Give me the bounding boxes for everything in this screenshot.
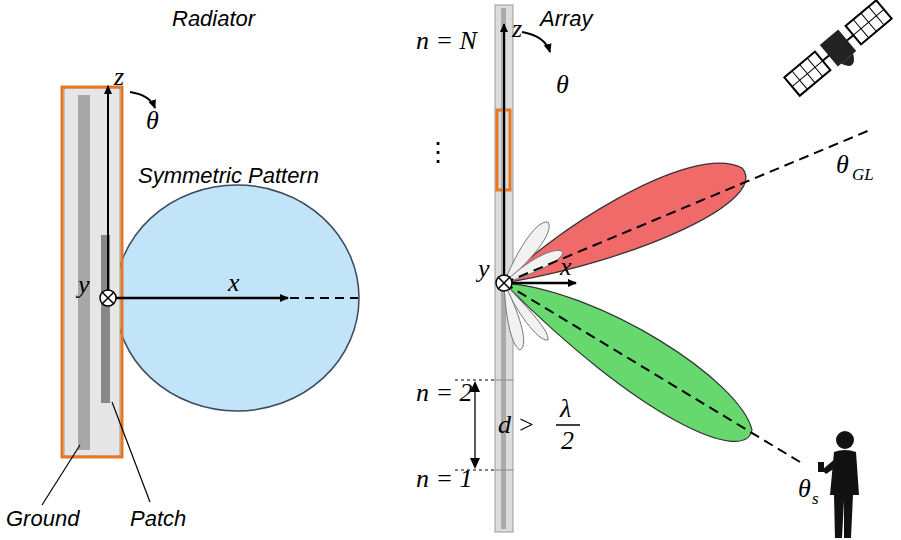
radiator: [42, 86, 359, 505]
axis-label: x: [560, 254, 572, 280]
fraction-bar: [556, 424, 580, 426]
grating-lobe: [504, 163, 746, 283]
dimension-label: λ: [560, 396, 571, 422]
part-label: Ground: [6, 508, 79, 530]
substrate: [64, 88, 120, 456]
element-index: n = 1: [416, 466, 473, 492]
element-index: n = 2: [416, 380, 473, 406]
axis-label: z: [114, 64, 124, 90]
element-index: n = N: [416, 28, 477, 54]
part-label: Patch: [130, 508, 186, 530]
angle-subscript: s: [812, 490, 819, 507]
symmetric-pattern: [115, 185, 359, 411]
radiator-outline: [62, 87, 122, 457]
panel-title: Radiator: [172, 8, 255, 30]
axis-label: y: [78, 272, 90, 298]
user-icon: [818, 431, 859, 538]
dimension-label: d >: [498, 412, 535, 438]
array: [455, 5, 870, 532]
panel-title: Array: [540, 8, 593, 30]
angle-label: θ: [798, 476, 811, 502]
dimension-label: 2: [561, 428, 574, 454]
ground-plane: [78, 95, 90, 450]
axis-label: z: [512, 16, 522, 42]
leader-line: [42, 445, 80, 505]
pattern-label: Symmetric Pattern: [138, 165, 319, 187]
angle-subscript: GL: [852, 166, 874, 183]
axis-label: y: [478, 256, 490, 282]
angle-label: θ: [556, 72, 569, 98]
ellipsis: ⋮: [425, 140, 451, 166]
satellite-icon: [783, 0, 898, 103]
angle-label: θ: [146, 108, 159, 134]
angle-label: θ: [836, 152, 849, 178]
leader-line: [112, 402, 150, 502]
axis-label: x: [228, 270, 240, 296]
main-lobe: [504, 283, 752, 441]
